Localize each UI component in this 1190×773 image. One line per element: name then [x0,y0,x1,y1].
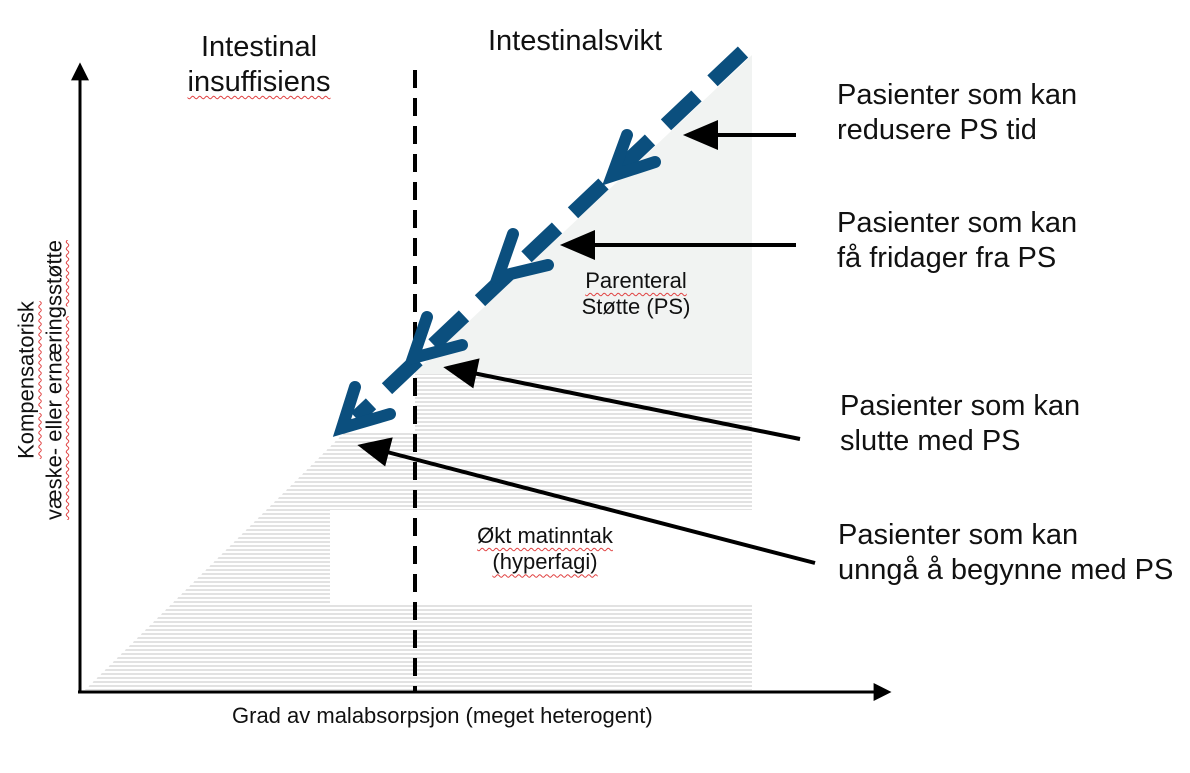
hatched-band-lower [415,604,752,690]
patient-label-days-off: Pasienter som kan få fridager fra PS [837,206,1077,276]
y-axis-title-line1: Kompensatorisk [13,301,39,459]
trend-arrowhead-3 [403,311,468,367]
hyperphagia-zone-line1: Økt matinntak [477,523,613,548]
trend-arrowhead-2 [488,228,554,286]
patient-label-avoid-line1: Pasienter som kan [838,519,1079,551]
pointer-arrow-3 [472,371,801,441]
patient-label-avoid-line2: unngå å begynne med PS [838,553,1174,586]
y-axis-title: Kompensatorisk væske- eller ernæringsstø… [13,240,68,520]
patient-label-days-off-line2: få fridager fra PS [837,241,1057,274]
parenteral-zone-label: Parenteral Støtte (PS) [556,268,716,321]
patient-label-stop-line2: slutte med PS [840,424,1021,457]
hyperphagia-zone-line2: (hyperfagi) [492,549,598,575]
trend-arrowhead-4 [332,381,396,437]
region-insufficiency-line2: insuffisiens [187,65,331,98]
region-failure-label: Intestinalsvikt [488,25,663,57]
region-insufficiency-line1: Intestinal [200,31,318,63]
y-axis-title-line2: væske- eller ernæringsstøtte [41,240,66,520]
trend-arrowhead-1 [602,129,661,186]
patient-label-avoid: Pasienter som kan unngå å begynne med PS [838,518,1173,588]
patient-label-days-off-line1: Pasienter som kan [837,207,1078,239]
hyperphagia-zone-label: Økt matinntak (hyperfagi) [440,523,650,576]
patient-label-stop: Pasienter som kan slutte med PS [840,389,1080,459]
parenteral-zone-line2: Støtte (PS) [581,294,691,320]
patient-label-reduce-line1: Pasienter som kan [837,79,1078,111]
parenteral-zone-line1: Parenteral [585,268,687,293]
trend-arrowheads [332,129,661,437]
hatched-triangle-left [85,432,415,690]
region-insufficiency-label: Intestinal insuffisiens [174,30,344,100]
patient-label-stop-line1: Pasienter som kan [840,390,1081,422]
patient-label-reduce: Pasienter som kan redusere PS tid [837,78,1077,148]
trend-arrow-shaft [350,46,749,424]
x-axis-title: Grad av malabsorpsjon (meget heterogent) [232,703,653,728]
pointer-arrow-4 [386,450,816,565]
parenteral-support-region [415,55,752,374]
patient-label-reduce-line2: redusere PS tid [837,113,1037,146]
